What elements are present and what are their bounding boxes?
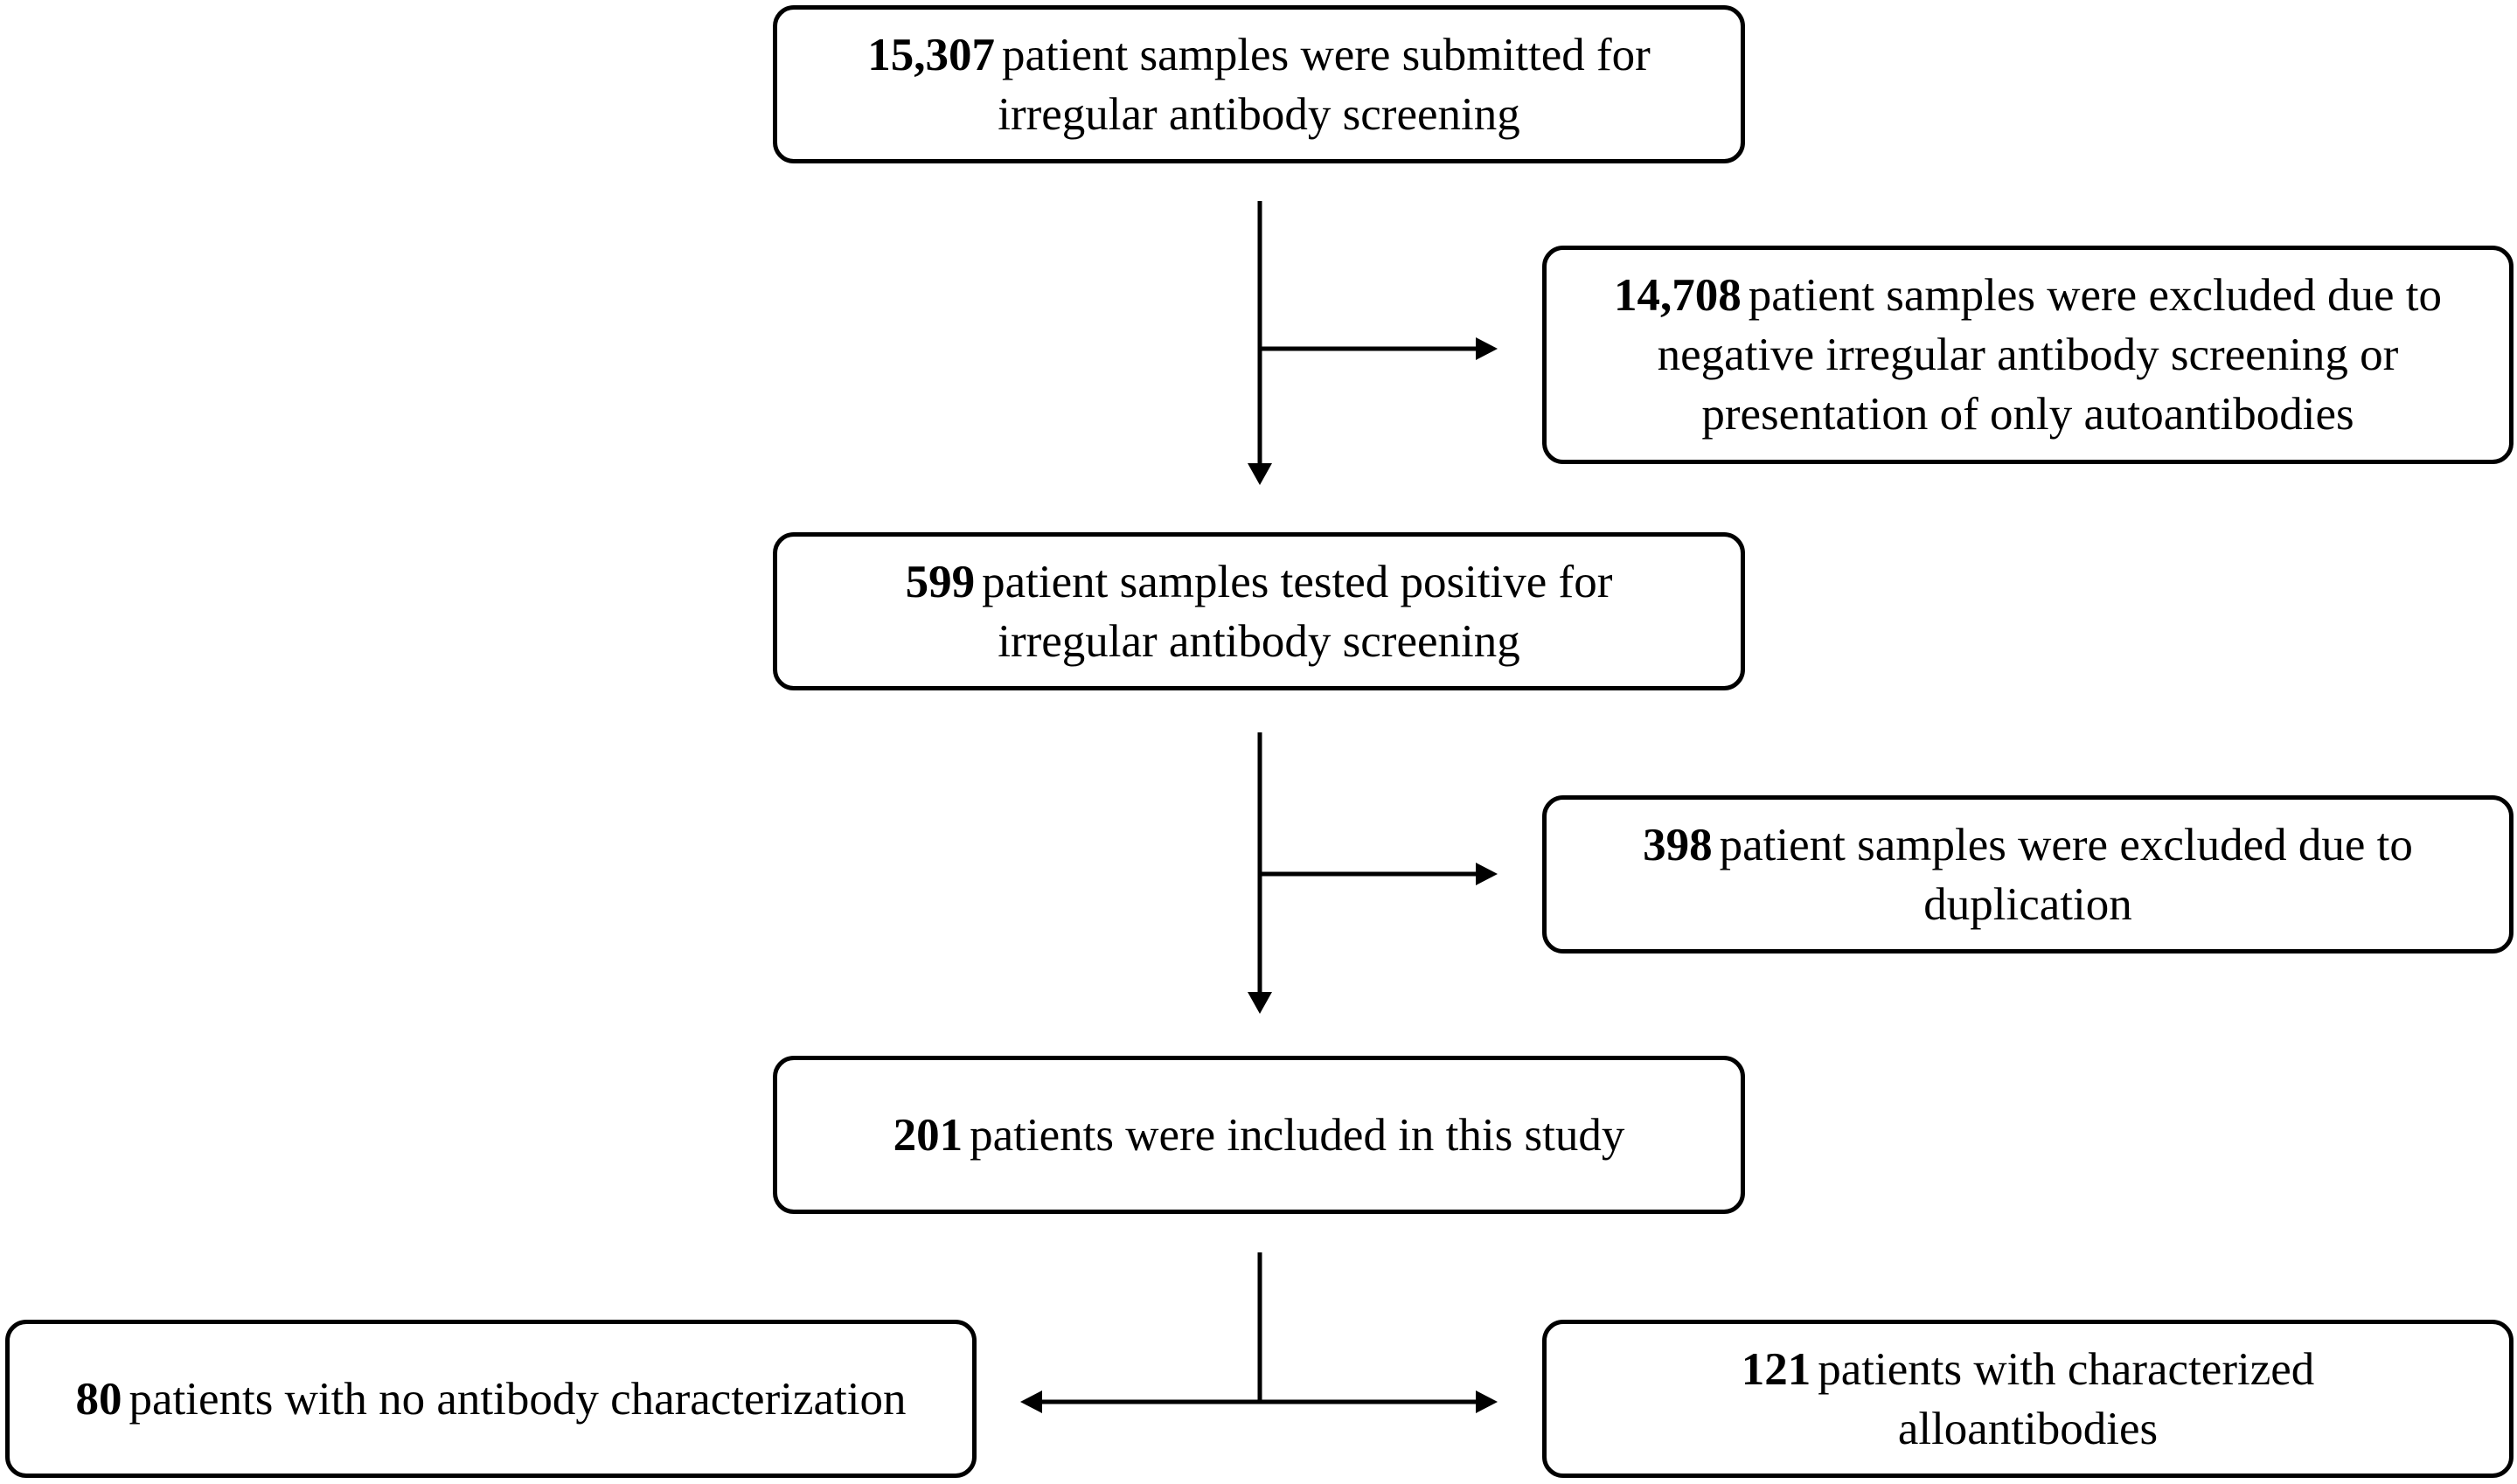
label-excluded-negative: patient samples were excluded due to neg…: [1657, 270, 2442, 440]
arrowhead-right-characterized: [1476, 1390, 1498, 1413]
label-characterized: patients with characterized alloantibodi…: [1818, 1343, 2315, 1454]
count-included: 201: [893, 1109, 963, 1161]
label-no-characterization: patients with no antibody characterizati…: [129, 1373, 907, 1425]
count-positive: 599: [905, 556, 976, 607]
arrowhead-down-included: [1248, 992, 1272, 1014]
label-submitted: patient samples were submitted for irreg…: [998, 29, 1651, 140]
count-excluded-duplication: 398: [1643, 819, 1713, 870]
count-characterized: 121: [1741, 1343, 1811, 1395]
arrowhead-down-positive: [1248, 463, 1272, 485]
count-no-characterization: 80: [75, 1373, 122, 1425]
count-excluded-negative: 14,708: [1614, 270, 1742, 321]
label-included: patients were included in this study: [970, 1109, 1625, 1161]
arrowhead-right-excluded-duplication: [1476, 863, 1498, 885]
arrowhead-right-excluded-negative: [1476, 337, 1498, 360]
label-excluded-duplication: patient samples were excluded due to dup…: [1719, 819, 2413, 930]
arrowhead-left-no-characterization: [1020, 1390, 1042, 1413]
count-submitted: 15,307: [867, 29, 995, 80]
label-positive: patient samples tested positive for irre…: [982, 556, 1613, 667]
